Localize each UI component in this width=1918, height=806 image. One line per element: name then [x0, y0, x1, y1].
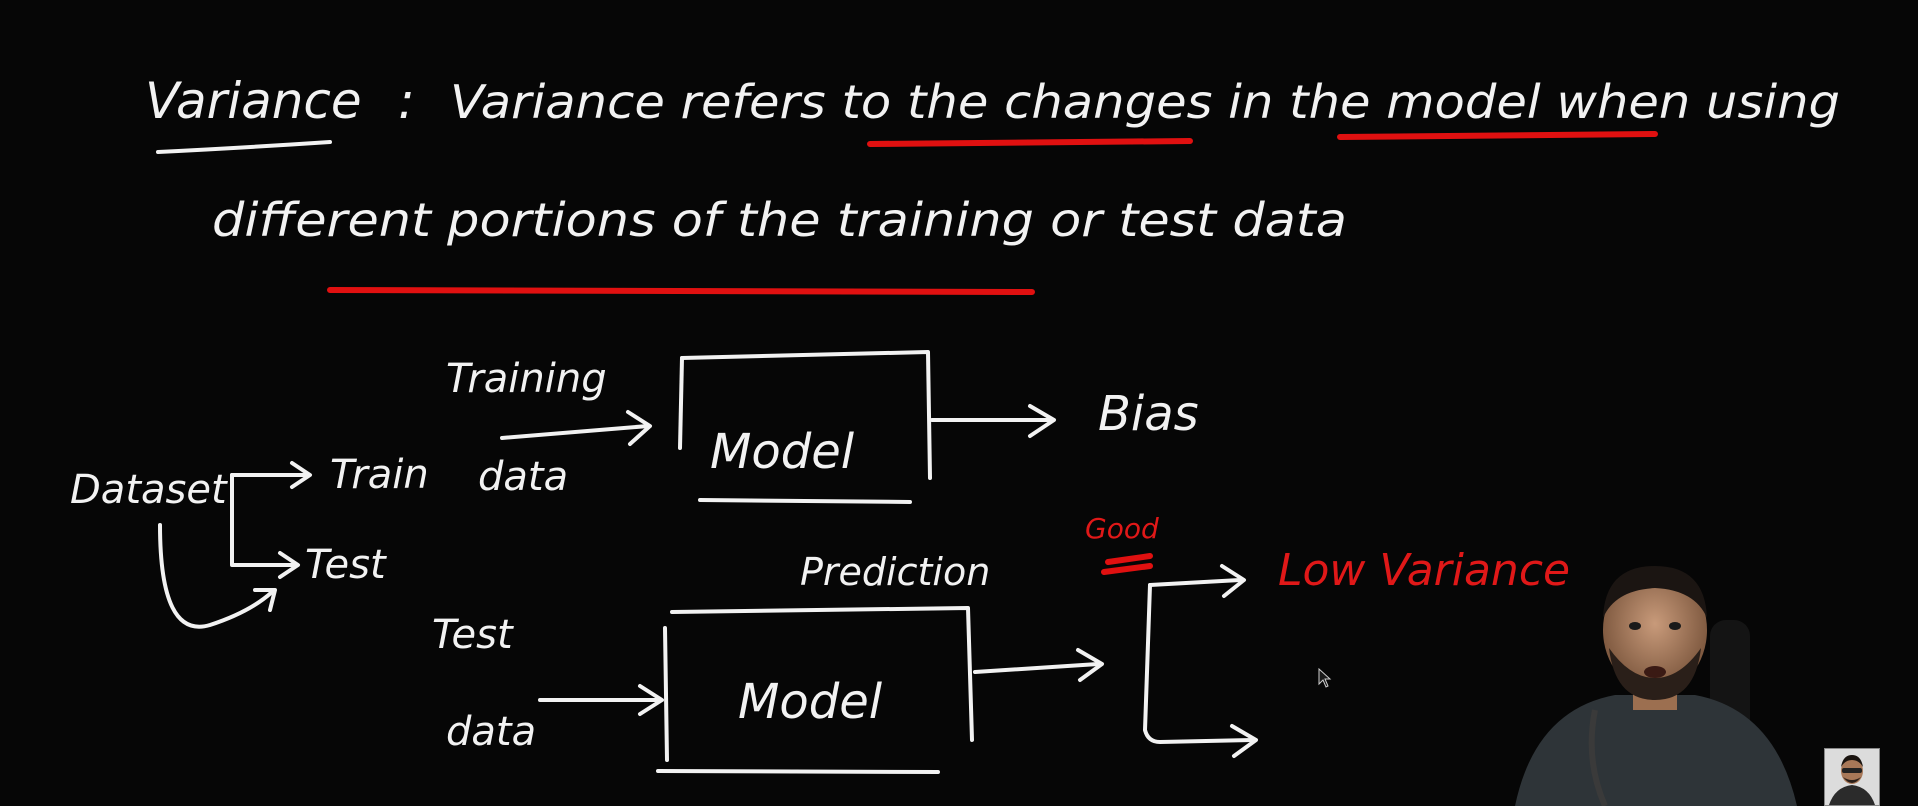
- variance-term: Variance: [145, 72, 362, 130]
- underline-the-changes: [867, 138, 1193, 147]
- outcome-bracket: [1143, 583, 1254, 744]
- model-top-label: Model: [710, 424, 855, 480]
- variance-term-underline: [156, 140, 332, 154]
- training-data-label-line2: data: [478, 454, 568, 500]
- bias-label: Bias: [1098, 386, 1199, 442]
- dataset-loop-arrow: [158, 523, 274, 629]
- good-label: Good: [1085, 512, 1159, 545]
- model-box-bottom-underline: [656, 769, 940, 774]
- arrow-model-to-split: [973, 662, 1100, 674]
- model-box-top: [680, 350, 932, 480]
- underline-model-when: [1337, 131, 1658, 140]
- heading-separator: :: [398, 72, 415, 130]
- arrow-model-to-bias-head: [1028, 404, 1056, 438]
- good-underline-1: [1105, 553, 1153, 565]
- presenter-webcam: [1515, 566, 1797, 806]
- test-label: Test: [305, 542, 387, 588]
- low-variance-label: Low Variance: [1278, 545, 1570, 596]
- arrow-to-second-outcome-head: [1230, 724, 1258, 758]
- test-data-label-line2: data: [446, 709, 536, 755]
- presenter-beard: [1609, 648, 1701, 700]
- presenter-eye-right: [1669, 622, 1681, 630]
- split-bracket: [230, 473, 297, 567]
- training-data-label-line1: Training: [446, 356, 607, 402]
- test-data-label-line1: Test: [432, 612, 514, 658]
- dataset-label: Dataset: [70, 467, 228, 513]
- model-bottom-label: Model: [738, 674, 883, 730]
- prediction-label: Prediction: [800, 550, 990, 594]
- presenter-thumbnail: [1824, 748, 1880, 806]
- arrow-model-to-split-head: [1076, 648, 1104, 682]
- presenter-face: [1603, 568, 1707, 692]
- arrow-training-to-model: [500, 424, 650, 440]
- presenter-mouth: [1644, 666, 1666, 678]
- arrow-training-to-model-head: [626, 410, 652, 446]
- underline-different-portions: [327, 287, 1035, 295]
- mouse-pointer-icon: [1318, 668, 1332, 688]
- headphone-cable: [1588, 709, 1608, 806]
- model-box-top-underline: [698, 498, 912, 504]
- good-underline-2: [1101, 563, 1153, 575]
- arrow-to-low-variance-head: [1220, 564, 1246, 598]
- model-box-bottom-left: [663, 626, 669, 762]
- arrow-test-to-model-head: [638, 684, 664, 716]
- arrow-to-train-head: [290, 461, 312, 489]
- model-box-top-left: [678, 356, 684, 450]
- arrow-to-low-variance: [1148, 578, 1242, 587]
- presenter-eye-left: [1629, 622, 1641, 630]
- definition-line-1: Variance refers to the changes in the mo…: [450, 75, 1840, 129]
- train-label: Train: [330, 452, 429, 498]
- model-box-bottom: [670, 606, 974, 742]
- definition-line-2: different portions of the training or te…: [212, 193, 1347, 247]
- presenter-body: [1515, 695, 1797, 806]
- arrow-to-test-head: [278, 551, 300, 579]
- presenter-hair: [1603, 566, 1707, 618]
- dataset-loop-arrow-head: [253, 588, 277, 612]
